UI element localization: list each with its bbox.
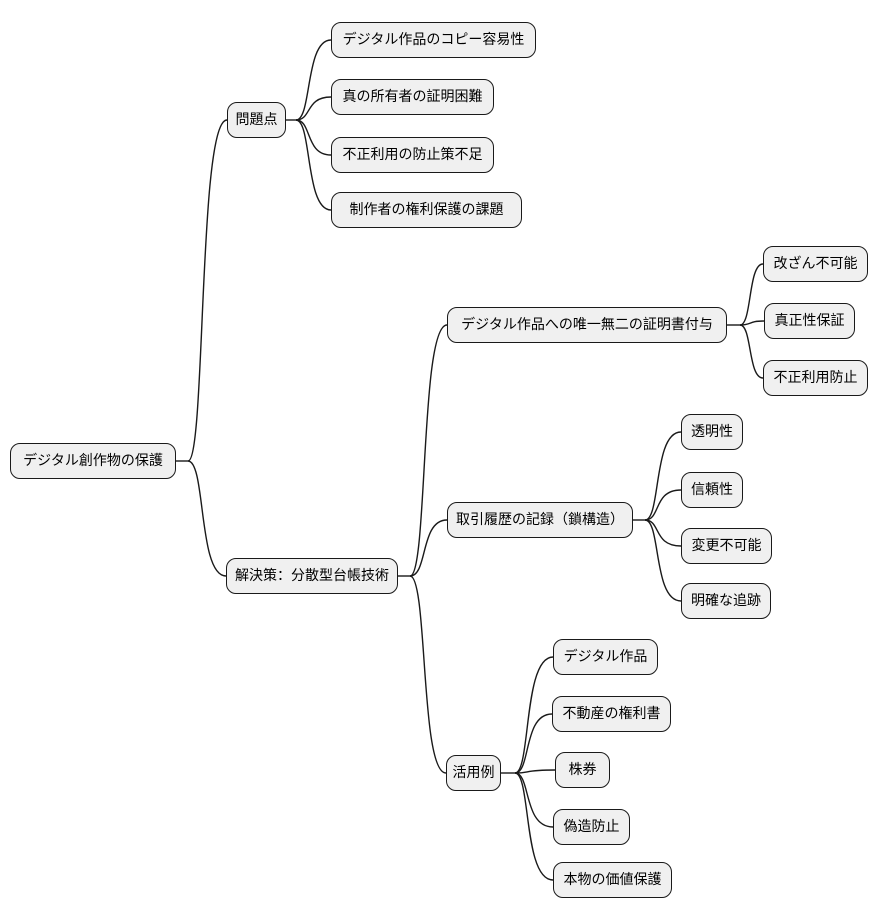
connector-problems-copy — [295, 39, 332, 121]
leaf-clear-tracking: 明確な追跡 — [681, 583, 771, 619]
subbranch-unique-certificate: デジタル作品への唯一無二の証明書付与 — [447, 307, 727, 343]
connector-certificate-authenticity — [739, 320, 765, 326]
connector-certificate-tamperproof — [739, 263, 764, 326]
connector-solution-certificate — [409, 324, 448, 577]
connector-usecases-genuinevalue — [514, 772, 554, 881]
leaf-authenticity-guarantee: 真正性保証 — [764, 303, 855, 339]
leaf-real-estate-deed: 不動産の権利書 — [552, 696, 671, 732]
connector-history-immutable — [644, 519, 682, 547]
connector-usecases-realestate — [514, 713, 553, 774]
connector-usecases-digitalworks — [514, 656, 554, 774]
subbranch-use-cases: 活用例 — [446, 755, 501, 791]
leaf-misuse-prevention: 不正利用防止 — [763, 360, 868, 396]
connector-solution-history — [409, 519, 448, 577]
leaf-genuine-value-protection: 本物の価値保護 — [553, 862, 672, 898]
connector-problems-misuse — [295, 119, 332, 156]
connector-solution-usecases — [409, 575, 447, 774]
connector-history-tracking — [644, 519, 682, 602]
leaf-immutable: 変更不可能 — [681, 528, 772, 564]
leaf-reliability: 信頼性 — [681, 472, 743, 508]
branch-problems: 問題点 — [227, 102, 286, 138]
leaf-misuse-prevention-lack: 不正利用の防止策不足 — [331, 137, 494, 173]
connector-certificate-misuseprevention — [739, 324, 764, 379]
leaf-owner-proof-difficulty: 真の所有者の証明困難 — [331, 79, 494, 115]
connector-problems-owner — [295, 96, 332, 121]
connector-usecases-stocks — [514, 769, 556, 774]
leaf-digital-works: デジタル作品 — [553, 639, 658, 675]
connector-history-reliability — [644, 489, 682, 521]
leaf-tamper-proof: 改ざん不可能 — [763, 246, 868, 282]
leaf-copy-ease: デジタル作品のコピー容易性 — [331, 22, 536, 58]
leaf-stock-certificate: 株券 — [555, 752, 610, 788]
branch-solution: 解決策：分散型台帳技術 — [226, 558, 398, 594]
leaf-creator-rights-issue: 制作者の権利保護の課題 — [331, 192, 522, 228]
connector-problems-rights — [295, 119, 332, 211]
connector-history-transparency — [644, 431, 682, 521]
connector-root-problems — [187, 119, 228, 462]
connector-root-solution — [187, 460, 227, 577]
subbranch-transaction-history: 取引履歴の記録（鎖構造） — [447, 502, 633, 538]
root-node: デジタル創作物の保護 — [10, 443, 176, 479]
leaf-anti-counterfeit: 偽造防止 — [553, 809, 630, 845]
connector-usecases-anticounterfeit — [514, 772, 554, 828]
leaf-transparency: 透明性 — [681, 414, 743, 450]
